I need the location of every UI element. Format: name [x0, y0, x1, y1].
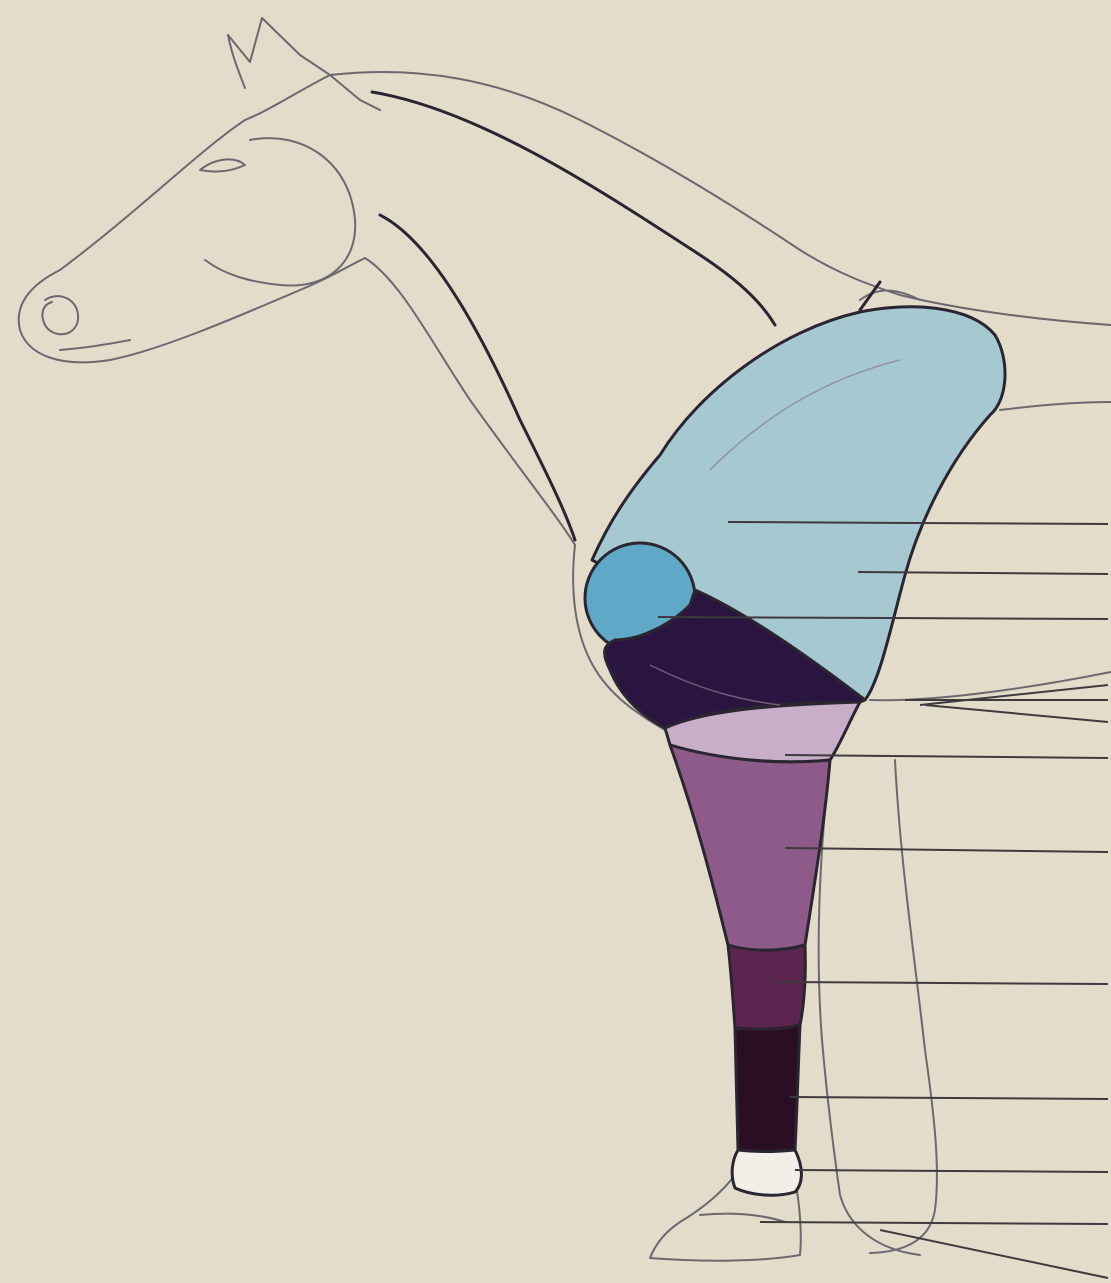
pastern-region: [732, 1150, 801, 1195]
cannon-region: [735, 1025, 800, 1152]
carpus-region: [728, 945, 805, 1029]
